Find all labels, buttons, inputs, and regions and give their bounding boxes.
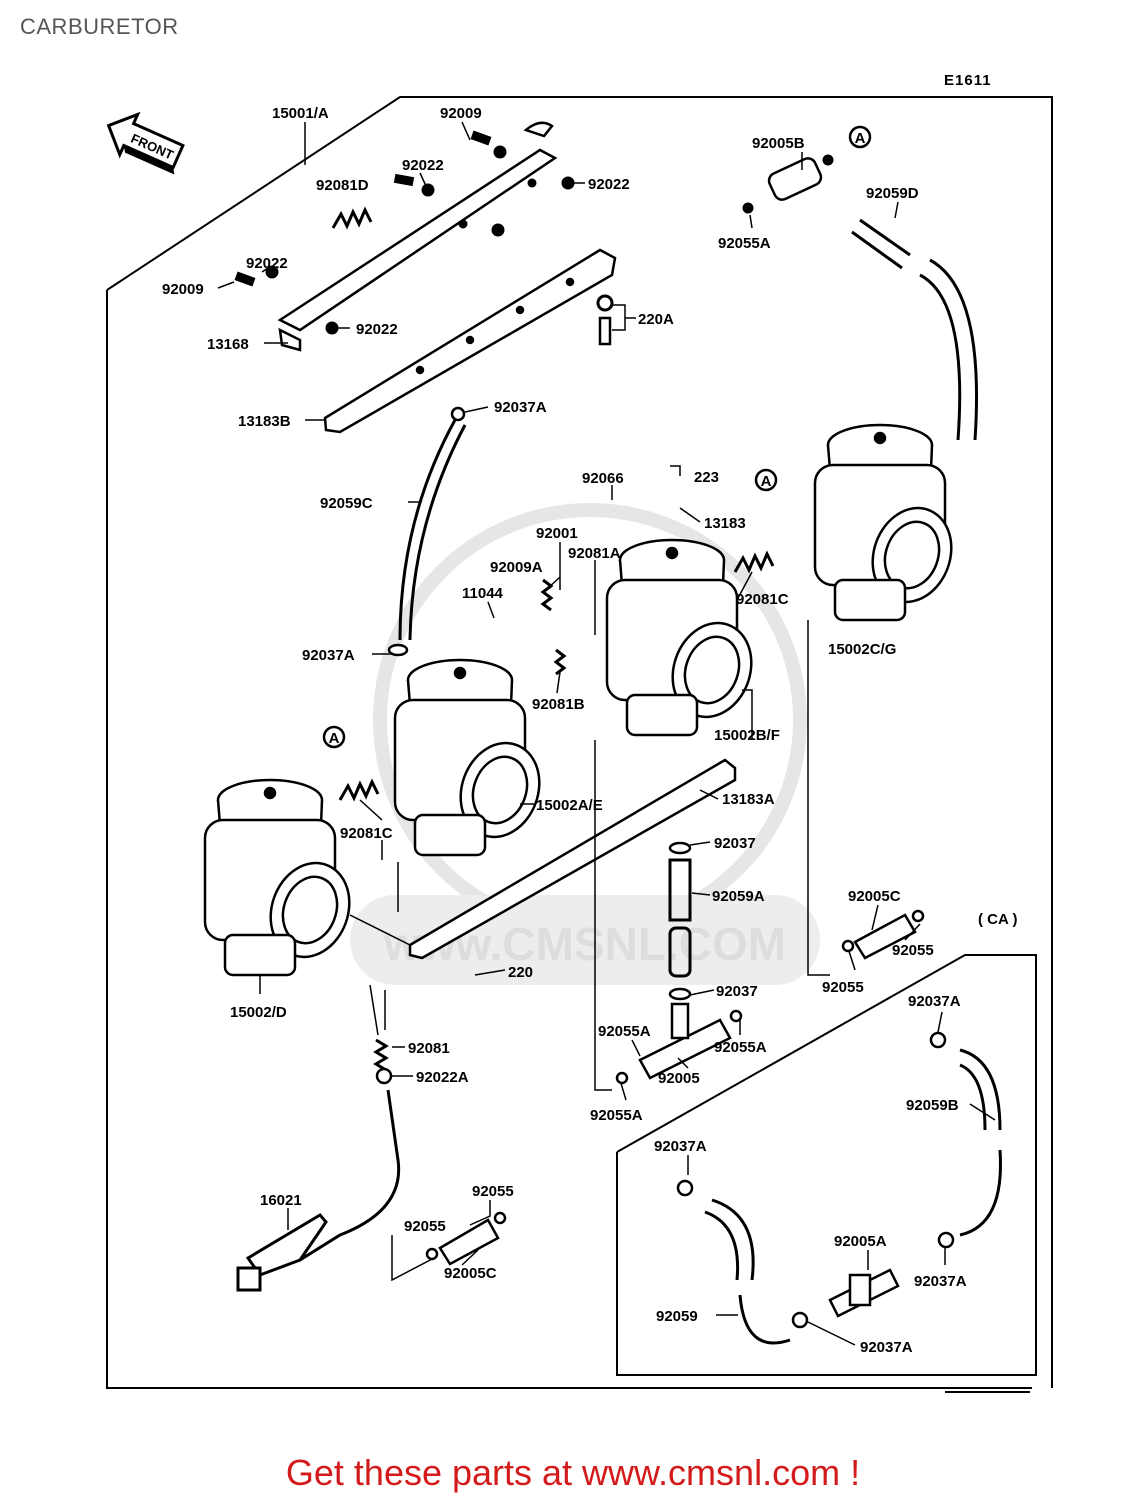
part-label: 92005A [834, 1233, 887, 1250]
part-label: 92005 [658, 1070, 700, 1087]
part-label: 92059B [906, 1097, 959, 1114]
svg-text:A: A [761, 473, 772, 490]
marker-a-icon: A A A [322, 125, 872, 749]
ca-group-border [616, 954, 1037, 1376]
part-label: 92037 [714, 835, 756, 852]
fuel-tee-92005a [828, 1268, 900, 1318]
part-label: 15002B/F [714, 727, 780, 744]
part-label: 92055 [472, 1183, 514, 1200]
part-label: 15001/A [272, 105, 329, 122]
part-label: 15002/D [230, 1004, 287, 1021]
springs [331, 206, 775, 1072]
part-label: 92037A [654, 1138, 707, 1155]
fuel-rail-13183a [408, 758, 737, 960]
part-label: 92005C [848, 888, 901, 905]
footer-link[interactable]: Get these parts at www.cmsnl.com ! [285, 1452, 861, 1493]
throttle-linkage-bracket [277, 121, 558, 352]
assembly-border [106, 96, 1053, 1393]
fuel-tee-92005 [638, 1002, 732, 1080]
part-label: 92081 [408, 1040, 450, 1057]
part-label: 92037A [860, 1339, 913, 1356]
part-label: 223 [694, 469, 719, 486]
choke-cable-16021 [236, 1089, 401, 1292]
part-label: 92059C [320, 495, 373, 512]
fasteners [234, 130, 834, 346]
part-label: 92005C [444, 1265, 497, 1282]
part-label: 220A [638, 311, 674, 328]
exploded-parts-diagram: www.CMSNL.COM ( CA ) FRONT [106, 96, 1053, 1393]
part-label: 92081C [736, 591, 789, 608]
part-label: 92055 [892, 942, 934, 959]
part-label: 92022 [402, 157, 444, 174]
part-label: 92081B [532, 696, 585, 713]
part-labels: 15001/A 92009 92022 92081D 92022 92022 9… [162, 105, 967, 1356]
part-label: 92055A [598, 1023, 651, 1040]
part-label: 92055 [822, 979, 864, 996]
svg-text:A: A [329, 730, 340, 747]
hose-92059b [959, 1048, 1002, 1237]
part-label: 92022A [416, 1069, 469, 1086]
svg-text:A: A [855, 130, 866, 147]
mounting-plate-13183b [323, 248, 617, 434]
hose-92059c [398, 419, 467, 641]
part-label: 92081D [316, 177, 369, 194]
part-label: 92009 [162, 281, 204, 298]
ca-group-label: ( CA ) [978, 911, 1017, 928]
part-label: 15002C/G [828, 641, 896, 658]
part-label: 92059D [866, 185, 919, 202]
leader-lines [217, 121, 996, 1346]
part-label: 92037A [908, 993, 961, 1010]
part-label: 92005B [752, 135, 805, 152]
part-label: 92009A [490, 559, 543, 576]
page-title: CARBURETOR [20, 14, 179, 39]
part-label: 13183A [722, 791, 775, 808]
part-label: 92022 [356, 321, 398, 338]
part-label: 13168 [207, 336, 249, 353]
part-label: 92055A [718, 235, 771, 252]
fitting-92005c [438, 913, 917, 1266]
part-label: 92037A [302, 647, 355, 664]
part-label: 92081A [568, 545, 621, 562]
part-label: 16021 [260, 1192, 302, 1209]
diagram-code: E1611 [944, 72, 992, 89]
front-arrow-icon: FRONT [106, 111, 185, 175]
carburetor-15002a-e [393, 658, 541, 857]
part-label: 92022 [588, 176, 630, 193]
part-label: 92037 [716, 983, 758, 1000]
part-label: 92055 [404, 1218, 446, 1235]
hose-92059a [668, 858, 692, 978]
part-label: 92001 [536, 525, 578, 542]
part-label: 220 [508, 964, 533, 981]
part-label: 92037A [494, 399, 547, 416]
part-label: 92055A [590, 1107, 643, 1124]
part-label: 11044 [462, 585, 504, 602]
part-label: 92081C [340, 825, 393, 842]
part-label: 92059 [656, 1308, 698, 1325]
part-label: 15002A/E [536, 797, 603, 814]
hose-clamps [375, 406, 955, 1329]
part-label: 92009 [440, 105, 482, 122]
part-label: 92066 [582, 470, 624, 487]
part-label: 92059A [712, 888, 765, 905]
part-label: 92055A [714, 1039, 767, 1056]
hose-92059 [704, 1198, 791, 1345]
part-label: 13183 [704, 515, 746, 532]
carburetor-15002b-f [605, 538, 753, 737]
carburetor-15002c-g [813, 423, 953, 622]
hose-92059d [851, 218, 979, 441]
carburetor-15002-d [203, 778, 351, 977]
part-label: 92037A [914, 1273, 967, 1290]
part-label: 92022 [246, 255, 288, 272]
fitting-92005b [767, 157, 823, 201]
part-label: 13183B [238, 413, 291, 430]
